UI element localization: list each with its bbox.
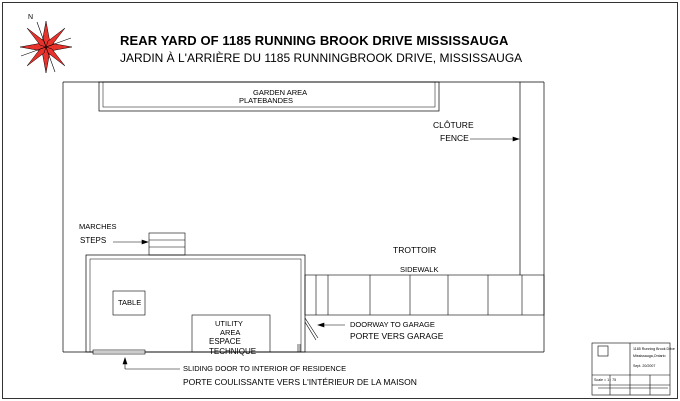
garage-door — [304, 317, 319, 341]
compass-rose-icon — [19, 20, 73, 74]
utility-label-fr-2: TECHNIQUE — [209, 347, 257, 356]
table-label: TABLE — [118, 298, 142, 307]
fence-label-fr: CLÔTURE — [433, 120, 474, 130]
sliding-door-label-en: SLIDING DOOR TO INTERIOR OF RESIDENCE — [183, 364, 347, 373]
leader-lines — [113, 136, 520, 370]
utility-label-en-1: UTILITY — [215, 319, 243, 328]
utility-label-fr-1: ESPACE — [209, 337, 241, 346]
title-block-project-1: 1185 Running Brook Drive — [633, 347, 675, 351]
garden-label-fr: PLATEBANDES — [239, 96, 294, 105]
title-block-project-2: Mississauga,Ontario — [633, 354, 666, 358]
sliding-door-label-fr: PORTE COULISSANTE VERS L'INTÉRIEUR DE LA… — [183, 377, 417, 387]
utility-area — [191, 314, 271, 353]
north-label: N — [28, 14, 34, 21]
sidewalk-label-en: SIDEWALK — [400, 265, 439, 274]
garden-label-en: GARDEN AREA — [253, 88, 308, 97]
utility-label-en-2: AREA — [220, 328, 241, 337]
sidewalk — [304, 274, 545, 316]
fence-label-en: FENCE — [440, 133, 469, 143]
doorway-label-en: DOORWAY TO GARAGE — [350, 320, 435, 329]
table — [112, 290, 146, 316]
plan-title-en: REAR YARD OF 1185 RUNNING BROOK DRIVE MI… — [120, 33, 509, 48]
plan-title-fr: JARDIN À L'ARRIÈRE DU 1185 RUNNINGBROOK … — [120, 51, 523, 65]
title-block-scale: Scale = 1 : 75 — [594, 378, 617, 382]
doorway-label-fr: PORTE VERS GARAGE — [350, 331, 444, 341]
steps — [148, 232, 186, 256]
steps-label-en: STEPS — [80, 236, 107, 245]
steps-label-fr: MARCHES — [79, 222, 117, 231]
sidewalk-label-fr: TROTTOIR — [393, 245, 437, 255]
title-block-drawing-no: Sept. 20/2007 — [633, 364, 656, 368]
title-block — [591, 342, 671, 396]
